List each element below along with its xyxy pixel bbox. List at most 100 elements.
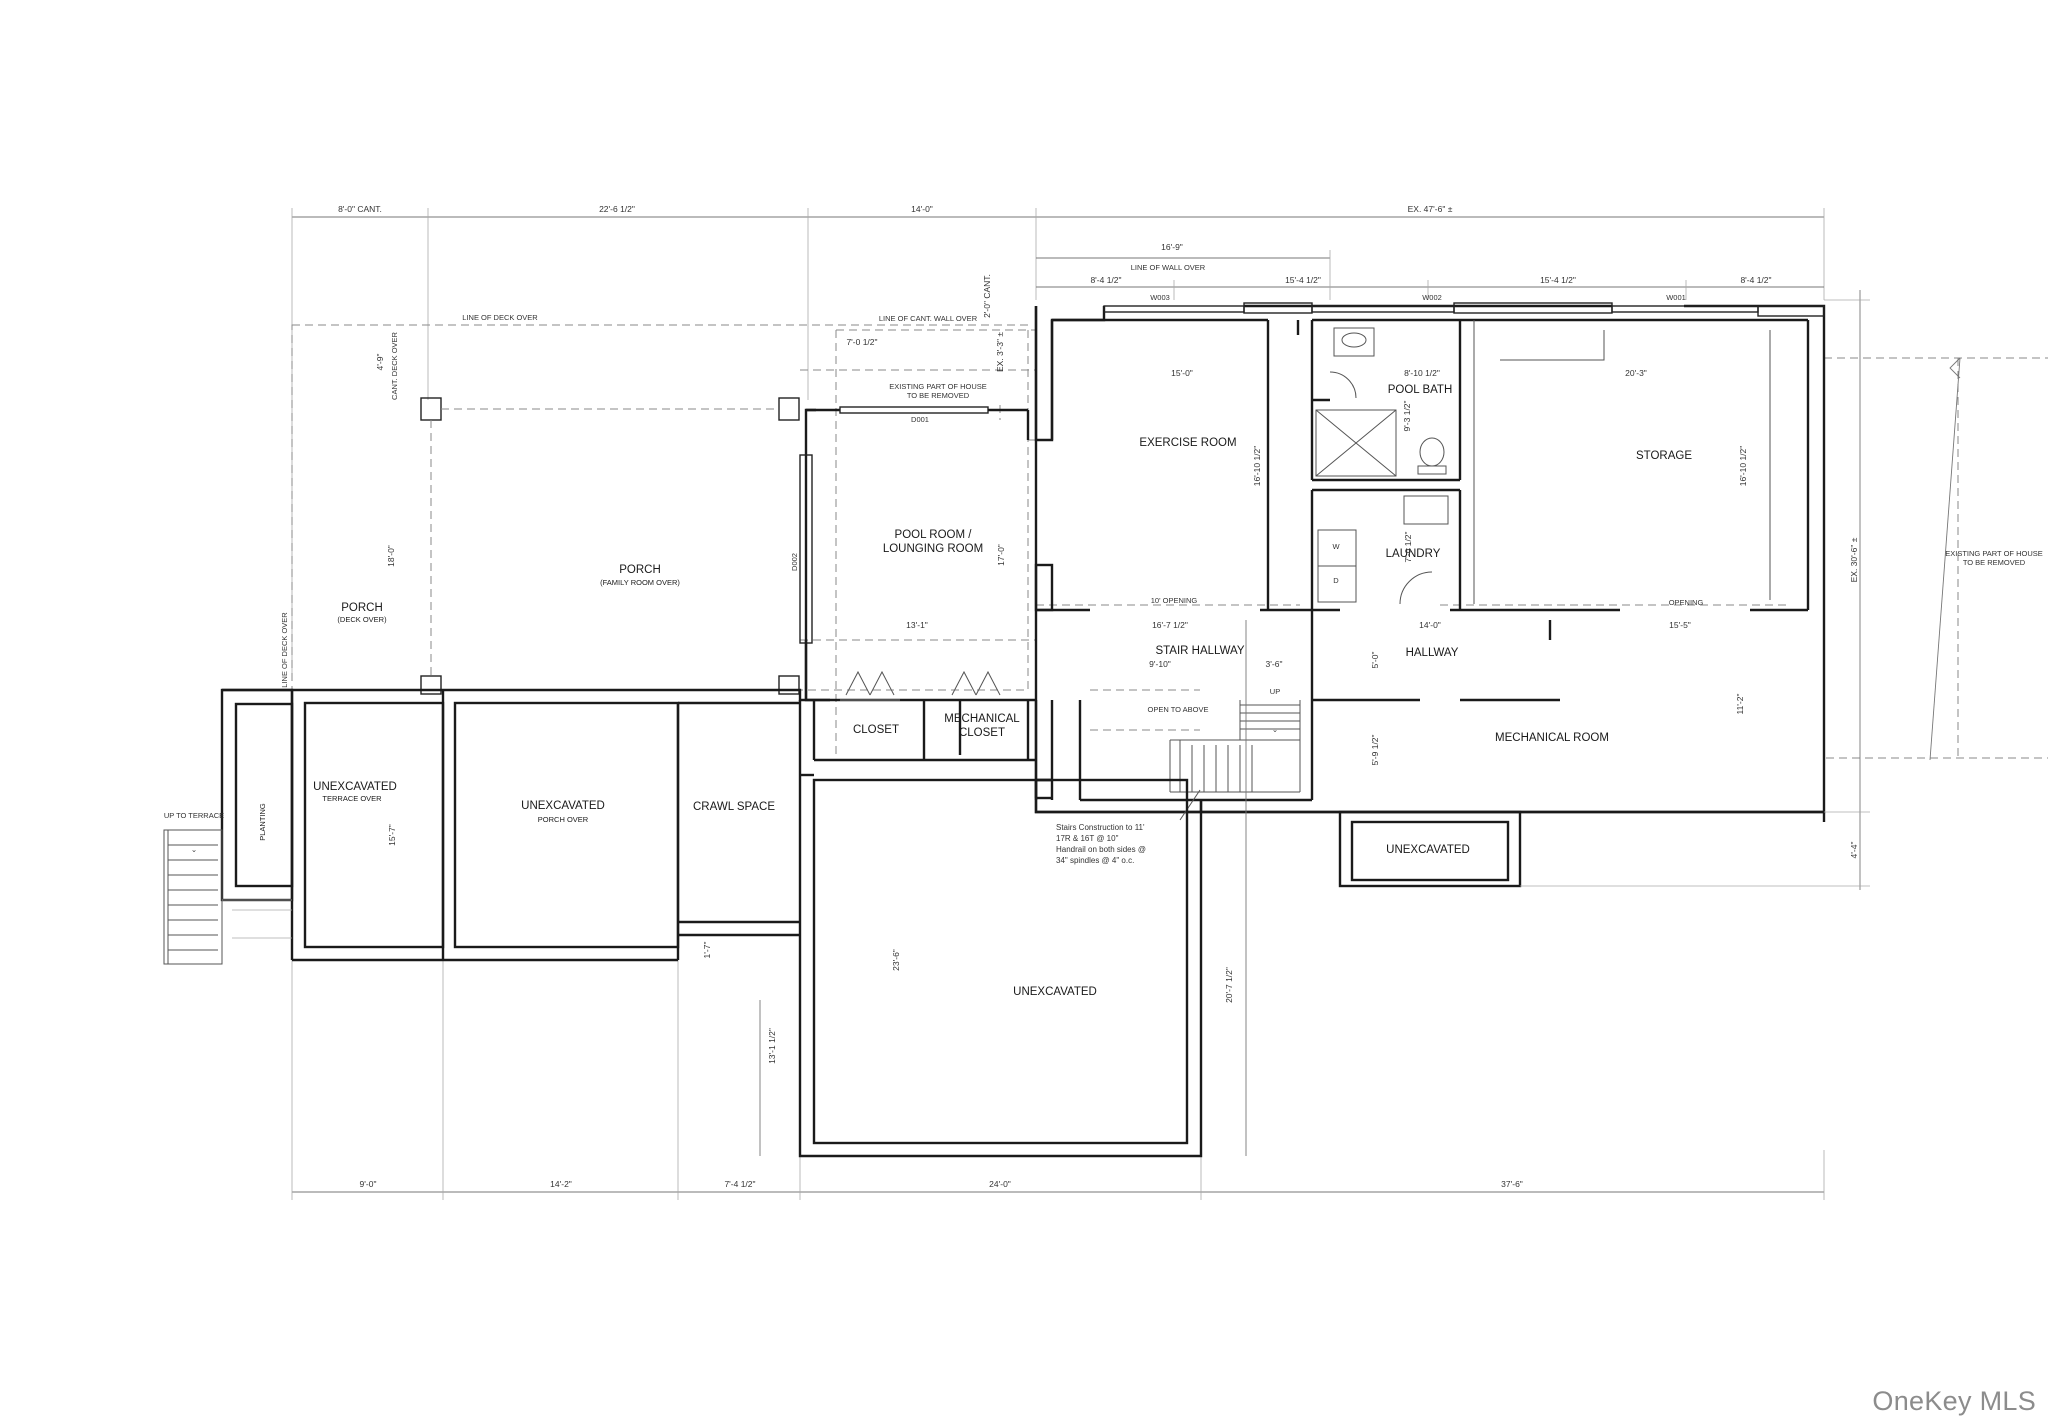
label-closet: CLOSET (853, 724, 899, 736)
dim-13-1: 13'-1" (906, 620, 928, 630)
dim-7-0-b: 7'-0 1/2" (1403, 531, 1413, 562)
dim-bottom-4: 24'-0" (989, 1179, 1011, 1189)
sub-porch-left: (DECK OVER) (337, 615, 387, 624)
note-existing-1: EXISTING PART OF HOUSE (889, 382, 987, 391)
note-line-deck-over: LINE OF DECK OVER (462, 313, 538, 322)
terrace-steps (163, 829, 292, 965)
label-porch-main: PORCH (619, 564, 661, 576)
dim-15-4-b: 15'-4 1/2" (1540, 275, 1576, 285)
dim-13-1-half: 13'-1 1/2" (767, 1028, 777, 1064)
dim-3-6: 3'-6" (1266, 659, 1283, 669)
pool-room-walls (799, 406, 1052, 800)
bath-fixtures (1315, 327, 1449, 605)
note-existing-right-2: TO BE REMOVED (1963, 558, 2026, 567)
chevron-down-icon: ⌄ (1272, 725, 1278, 734)
dim-top-3: 14'-0" (911, 204, 933, 214)
label-stair-hallway: STAIR HALLWAY (1155, 645, 1244, 657)
label-laundry: LAUNDRY (1386, 548, 1441, 560)
dim-15-5: 15'-5" (1669, 620, 1691, 630)
dim-bottom-3: 7'-4 1/2" (724, 1179, 755, 1189)
house-walls (1034, 302, 1826, 822)
dim-5-9: 5'-9 1/2" (1370, 734, 1380, 765)
bottom-dimension-string (291, 960, 1825, 1200)
label-unexcavated-porch: UNEXCAVATED (521, 800, 605, 812)
window-w001-label: W001 (1666, 293, 1686, 302)
note-up: UP (1270, 687, 1280, 696)
dim-15-4-a: 15'-4 1/2" (1285, 275, 1321, 285)
door-d002-label: D002 (790, 553, 799, 571)
dim-8-4-a: 8'-4 1/2" (1090, 275, 1121, 285)
note-line-wall-over: LINE OF WALL OVER (1131, 263, 1206, 272)
label-mech-closet-1: MECHANICAL (944, 713, 1020, 725)
dim-5-0: 5'-0" (1370, 652, 1380, 669)
dim-16-9: 16'-9" (1161, 242, 1183, 252)
dim-4-4: 4'-4" (1849, 842, 1859, 859)
overhead-lines (291, 324, 2048, 759)
dim-11-2: 11'-2" (1735, 693, 1745, 714)
sub-porch-main: (FAMILY ROOM OVER) (600, 578, 680, 587)
dim-18-0: 18'-0" (386, 545, 396, 567)
dim-9-10: 9'-10" (1149, 659, 1171, 669)
note-line-cant-wall: LINE OF CANT. WALL OVER (879, 314, 978, 323)
note-open-to-above: OPEN TO ABOVE (1148, 705, 1209, 714)
dim-20-3: 20'-3" (1625, 368, 1647, 378)
storage-shelf (1473, 320, 1771, 604)
label-pool-bath: POOL BATH (1388, 384, 1453, 396)
sub-unexcavated-porch: PORCH OVER (538, 815, 589, 824)
note-stairs-2: 17R & 16T @ 10" (1056, 834, 1119, 843)
dim-23-6: 23'-6" (891, 949, 901, 971)
dim-15-0: 15'-0" (1171, 368, 1193, 378)
label-pool-room-2: LOUNGING ROOM (883, 543, 983, 555)
dim-9-3: 9'-3 1/2" (1402, 400, 1412, 431)
note-stairs-1: Stairs Construction to 11' (1056, 823, 1145, 832)
note-cant-deck-over: CANT. DECK OVER (390, 331, 399, 400)
label-unexcavated-terrace: UNEXCAVATED (313, 781, 397, 793)
dim-8-10: 8'-10 1/2" (1404, 368, 1440, 378)
label-unexcavated-right: UNEXCAVATED (1386, 844, 1470, 856)
dim-14-0: 14'-0" (1419, 620, 1441, 630)
label-hallway: HALLWAY (1406, 647, 1459, 659)
dim-bottom-2: 14'-2" (550, 1179, 572, 1189)
dim-bottom-5: 37'-6" (1501, 1179, 1523, 1189)
dim-2-0-cant: 2'-0" CANT. (982, 274, 992, 318)
top-dimension-string (291, 208, 1825, 680)
right-dimension-lines (759, 290, 1961, 1156)
chevron-down-icon-terrace: ⌄ (191, 845, 197, 854)
dim-15-7: 15'-7" (387, 824, 397, 846)
sub-unexcavated-terrace: TERRACE OVER (322, 794, 382, 803)
lower-left-walls (220, 688, 814, 962)
dim-16-10-a: 16'-10 1/2" (1252, 446, 1262, 487)
dim-ex-30-6: EX. 30'-6" ± (1849, 537, 1859, 582)
label-crawl-space: CRAWL SPACE (693, 801, 775, 813)
label-pool-room-1: POOL ROOM / (895, 529, 973, 541)
dim-4-9: 4'-9" (375, 354, 385, 371)
dim-bottom-1: 9'-0" (360, 1179, 377, 1189)
note-stairs-4: 34" spindles @ 4" o.c. (1056, 856, 1134, 865)
stair-treads (1169, 700, 1301, 821)
dim-16-10-b: 16'-10 1/2" (1738, 446, 1748, 487)
note-existing-right-1: EXISTING PART OF HOUSE (1945, 549, 2043, 558)
label-mech-closet-2: CLOSET (959, 727, 1005, 739)
label-unexcavated-center: UNEXCAVATED (1013, 986, 1097, 998)
dim-17-0: 17'-0" (996, 544, 1006, 566)
note-opening: OPENING (1669, 598, 1704, 607)
dryer-label: D (1333, 576, 1339, 585)
dim-ex-3-3: EX. 3'-3" ± (995, 332, 1005, 372)
dim-top-4: EX. 47'-6" ± (1408, 204, 1453, 214)
note-up-to-terrace: UP TO TERRACE (164, 811, 224, 820)
note-10-opening: 10' OPENING (1151, 596, 1198, 605)
dim-top-2: 22'-6 1/2" (599, 204, 635, 214)
note-line-deck-over-vertical: LINE OF DECK OVER (280, 612, 289, 688)
label-planting: PLANTING (258, 803, 267, 841)
right-unexcavated-walls (1338, 810, 1522, 888)
door-d001-label: D001 (911, 415, 929, 424)
window-w003-label: W003 (1150, 293, 1170, 302)
dim-top-1: 8'-0" CANT. (338, 204, 382, 214)
note-existing-2: TO BE REMOVED (907, 391, 970, 400)
porch-columns (420, 397, 800, 695)
center-unexcavated-walls (798, 775, 1203, 1158)
label-porch-left: PORCH (341, 602, 383, 614)
watermark: OneKey MLS (1872, 1386, 2036, 1416)
label-mechanical-room: MECHANICAL ROOM (1495, 732, 1609, 744)
